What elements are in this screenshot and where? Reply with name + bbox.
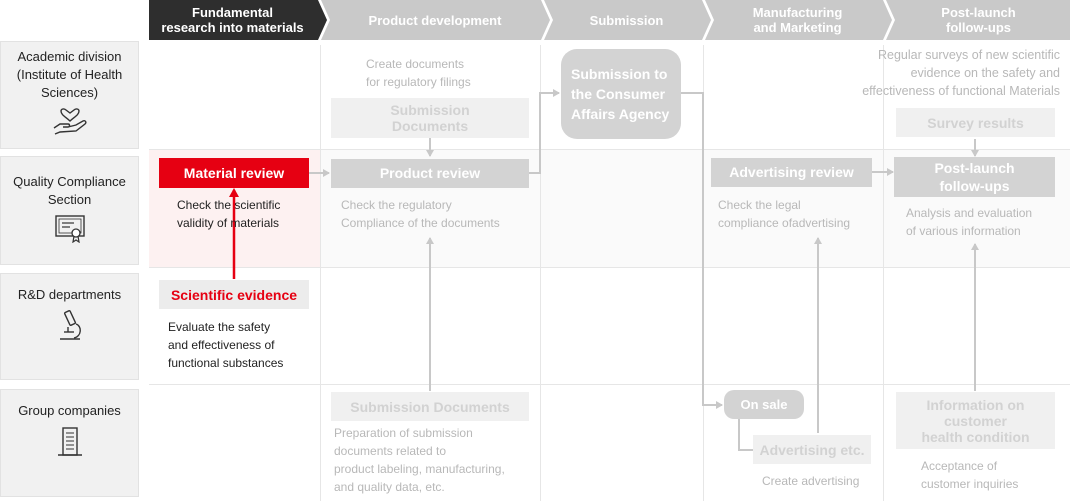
create-documents-text: Create documents for regulatory filings bbox=[366, 57, 471, 89]
phase-chevron-product-development bbox=[321, 0, 550, 40]
postlaunch-followups-box: Post-launch follow-ups bbox=[894, 157, 1055, 197]
create-advertising-text: Create advertising bbox=[762, 474, 860, 488]
submission-to-caa-box: Submission to the Consumer Affairs Agenc… bbox=[561, 49, 681, 139]
submission-documents-group-box: Submission Documents bbox=[331, 392, 529, 421]
certificate-icon bbox=[54, 215, 85, 243]
microscope-icon bbox=[59, 310, 81, 340]
phase-chevron-submission bbox=[544, 0, 711, 40]
survey-results-box: Survey results bbox=[896, 108, 1055, 137]
advertising-etc-box: Advertising etc. bbox=[753, 435, 871, 464]
phase-manufacturing-marketing: Manufacturing and Marketing bbox=[752, 5, 843, 35]
analysis-description: Analysis and evaluation of various infor… bbox=[906, 206, 1033, 238]
phase-submission: Submission bbox=[589, 12, 664, 28]
column-divider bbox=[320, 45, 321, 501]
row-divider bbox=[149, 149, 1070, 150]
phase-chevron-manufacturing bbox=[705, 0, 892, 40]
phase-postlaunch-followups: Post-launch follow-ups bbox=[941, 5, 1016, 35]
regular-surveys-text: Regular surveys of new scientific eviden… bbox=[862, 48, 1060, 98]
scientific-evidence-description: Evaluate the safety and effectiveness of… bbox=[168, 320, 284, 370]
row-quality-compliance: Quality Compliance Section bbox=[0, 156, 139, 265]
phase-product-development: Product development bbox=[368, 12, 502, 28]
phase-fundamental-research: Fundamental research into materials bbox=[161, 5, 304, 35]
preparation-description: Preparation of submission documents rela… bbox=[334, 426, 505, 494]
product-review-box: Product review bbox=[331, 159, 529, 188]
building-icon bbox=[57, 427, 82, 456]
arrow-product-review-to-caa bbox=[528, 89, 560, 174]
phase-header-chevrons bbox=[149, 0, 1070, 40]
arrow-caa-to-on-sale bbox=[681, 92, 723, 409]
material-review-box: Material review bbox=[159, 158, 309, 188]
column-divider bbox=[540, 45, 541, 501]
phase-chevron-postlaunch bbox=[886, 0, 1070, 40]
on-sale-box: On sale bbox=[724, 390, 804, 419]
material-review-description: Check the scientific validity of materia… bbox=[177, 198, 281, 230]
acceptance-description: Acceptance of customer inquiries bbox=[921, 459, 1019, 491]
hand-heart-icon bbox=[53, 108, 87, 135]
advertising-review-box: Advertising review bbox=[711, 158, 872, 187]
line-on-sale-to-advertising bbox=[738, 418, 753, 451]
row-group-companies: Group companies bbox=[0, 389, 139, 497]
product-review-description: Check the regulatory Compliance of the d… bbox=[341, 198, 500, 230]
row-divider bbox=[149, 384, 1070, 385]
scientific-evidence-box: Scientific evidence bbox=[159, 280, 309, 309]
submission-documents-academic-box: Submission Documents bbox=[331, 98, 529, 138]
row-rd-departments: R&D departments bbox=[0, 273, 139, 380]
advertising-review-description: Check the legal compliance ofadvertising bbox=[718, 198, 851, 230]
row-academic-division: Academic division (Institute of Health S… bbox=[0, 41, 139, 149]
row-divider bbox=[149, 267, 1070, 268]
phase-chevron-fundamental bbox=[149, 0, 327, 40]
column-divider bbox=[883, 45, 884, 501]
customer-health-info-box: Information on customer health condition bbox=[896, 392, 1055, 449]
